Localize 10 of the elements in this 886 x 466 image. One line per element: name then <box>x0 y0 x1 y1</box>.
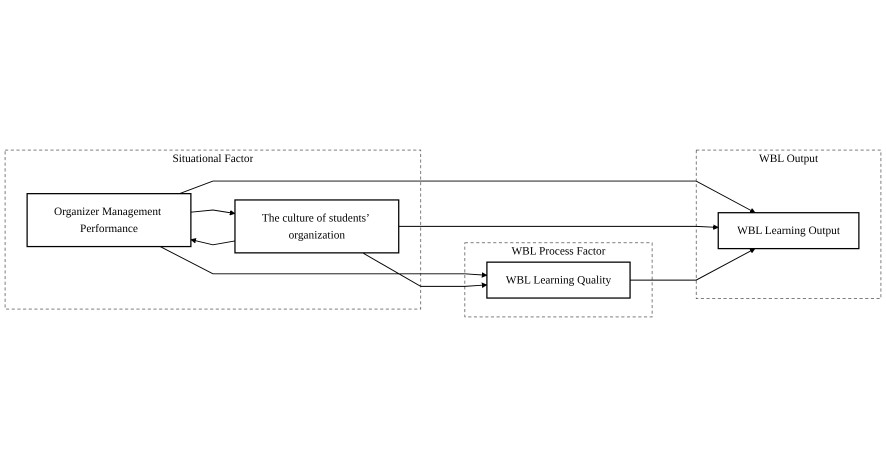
node-box: WBL Learning Quality <box>486 261 631 298</box>
arrow <box>362 252 488 288</box>
node-box: Organizer Management Performance <box>26 192 192 247</box>
node-box: The culture of students’ organization <box>234 198 400 253</box>
arrow <box>190 209 236 215</box>
arrow <box>398 224 718 230</box>
arrow <box>630 248 756 280</box>
arrow <box>190 238 236 245</box>
arrow <box>160 246 488 278</box>
node-box: WBL Learning Output <box>718 212 860 249</box>
